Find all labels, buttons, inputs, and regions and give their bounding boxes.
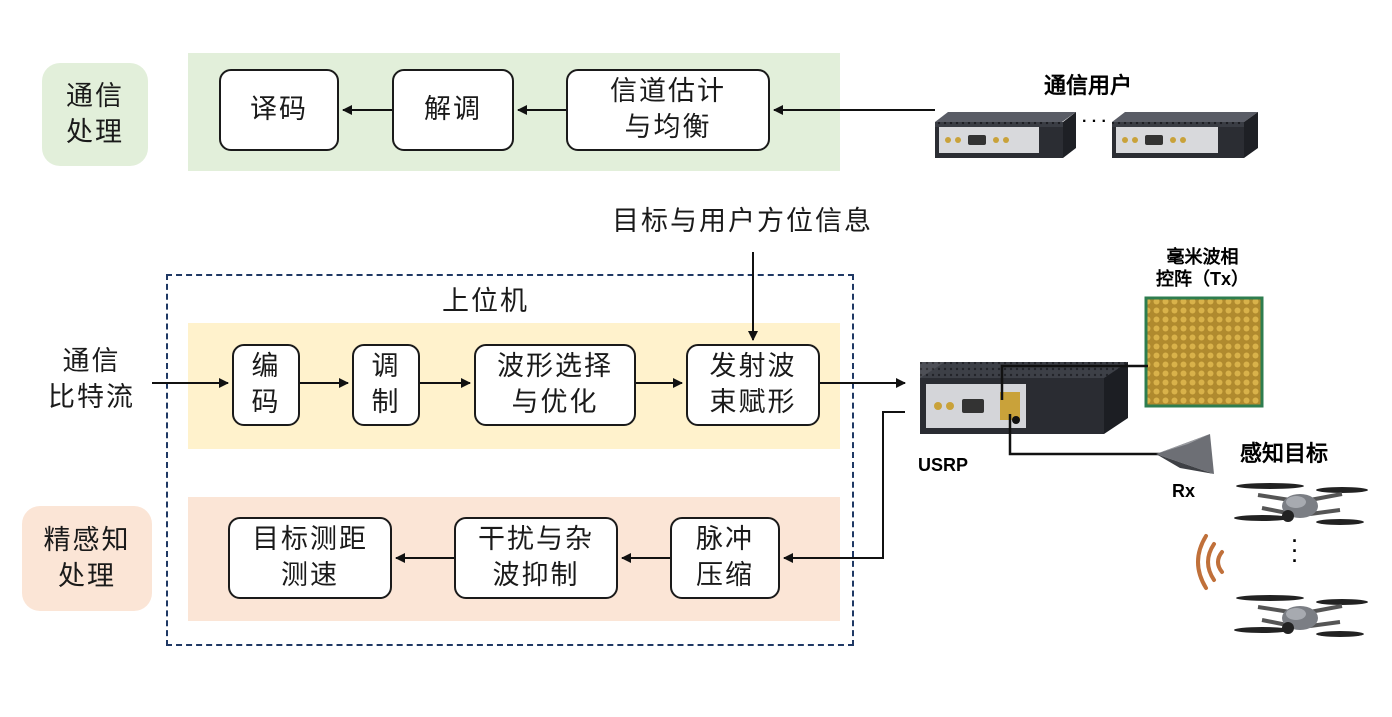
host-computer-border [166, 274, 854, 646]
users-ellipsis: · · · [1082, 113, 1107, 130]
usrp-label: USRP [918, 455, 969, 475]
comm-users-label: 通信用户 [1044, 73, 1133, 98]
rx-horn-antenna [1156, 434, 1214, 474]
demod-box: 解调 [392, 69, 514, 151]
rx-label: Rx [1172, 481, 1196, 501]
usrp-device [920, 362, 1128, 434]
modulate-box: 调 制 [352, 344, 420, 426]
wireless-signal-icon [1196, 534, 1224, 590]
channel-estimation-box: 信道估计 与均衡 [566, 69, 770, 151]
arrow-usrp-to-pulse [783, 411, 905, 563]
cable-usrp-to-array [1000, 364, 1148, 400]
bitstream-input-label: 通信 比特流 [48, 346, 135, 413]
range-speed-box: 目标测距 测速 [228, 517, 392, 599]
comm-processing-tag: 通信 处理 [42, 63, 148, 166]
drone-icon-2 [1234, 595, 1368, 637]
encode-box: 编 码 [232, 344, 300, 426]
host-computer-title: 上位机 [442, 286, 529, 317]
waveform-box: 波形选择 与优化 [474, 344, 636, 426]
drone-ellipsis: · · · [1292, 531, 1298, 571]
comm-user-device-1 [935, 112, 1076, 158]
drone-icon-1 [1234, 483, 1368, 525]
sensing-target-label: 感知目标 [1240, 441, 1329, 466]
pulse-compression-box: 脉冲 压缩 [670, 517, 780, 599]
phased-array-tx [1144, 296, 1264, 408]
decode-box: 译码 [219, 69, 339, 151]
comm-user-device-2 [1112, 112, 1258, 158]
interference-suppression-box: 干扰与杂 波抑制 [454, 517, 618, 599]
sensing-processing-tag: 精感知 处理 [22, 506, 152, 611]
phased-array-label: 毫米波相 控阵（Tx） [1156, 247, 1250, 289]
azimuth-info-label: 目标与用户方位信息 [612, 206, 873, 237]
beamforming-box: 发射波 束赋形 [686, 344, 820, 426]
cable-usrp-to-rx [1008, 414, 1160, 456]
